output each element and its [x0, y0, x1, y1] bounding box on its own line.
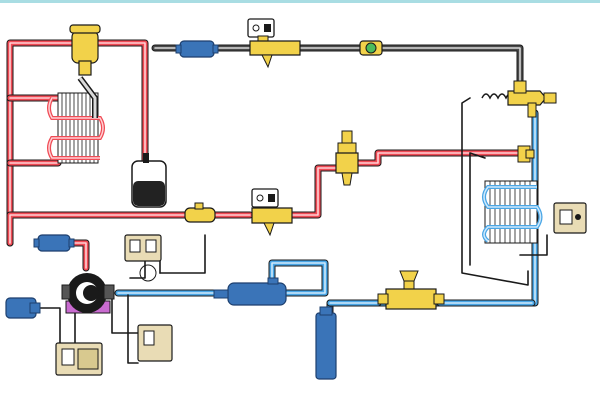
discharge-line-top-left-layer [9, 42, 146, 244]
oil-separator-icon [69, 24, 101, 118]
pressure-switch-icon [124, 234, 162, 282]
low-pressure-control-icon [137, 324, 173, 362]
equalizer-line [469, 152, 486, 266]
suction-line-mid-layer [114, 259, 329, 297]
sight-glass-icon [359, 40, 383, 56]
controls-loop-a [159, 234, 206, 274]
strainer-icon [184, 202, 216, 223]
compressor-feed-line-layer [71, 240, 89, 271]
expansion-valve-icon [481, 80, 557, 118]
evaporator-housing-line [461, 97, 529, 286]
refrigeration-circuit-diagram [5, 18, 587, 380]
control-capillaries [39, 97, 548, 364]
liquid-lines [151, 44, 524, 92]
compressor-discharge-line-layer [9, 214, 186, 244]
filter-drier-icon [175, 40, 219, 58]
controls-wire-1 [111, 292, 139, 334]
solenoid-valve-icon [247, 18, 301, 69]
liquid-line-top-layer [154, 47, 521, 89]
suction-line-mid-layer [115, 260, 328, 296]
suction-line-mid-layer [117, 262, 326, 294]
discharge-muffler-icon [33, 234, 75, 252]
accumulator-icon [315, 306, 337, 380]
compressor-feed-line-layer [73, 242, 87, 269]
pipework [6, 39, 548, 364]
condenser-coil-icon [47, 92, 105, 164]
bypass-valve-icon [335, 130, 359, 186]
compressor-icon [61, 273, 115, 314]
hot-gas-bypass-line-layer [213, 152, 521, 216]
receiver-tank-icon [131, 153, 167, 208]
controls-wire-2 [127, 294, 139, 364]
oil-pump-icon [5, 297, 41, 319]
pressure-tap-icon [517, 145, 535, 163]
hot-gas-solenoid-valve-icon [251, 188, 293, 237]
oil-pressure-control-icon [55, 342, 103, 376]
heat-exchanger-icon [213, 277, 287, 306]
pressure-regulator-icon [377, 270, 445, 310]
evaporator-coil-icon [482, 180, 543, 244]
thermostat-icon [553, 202, 587, 234]
thermostat-bulb-line [519, 234, 548, 256]
hot-gas-lines [6, 39, 524, 272]
oil-line [39, 307, 61, 344]
suction-line-mid [118, 263, 325, 293]
